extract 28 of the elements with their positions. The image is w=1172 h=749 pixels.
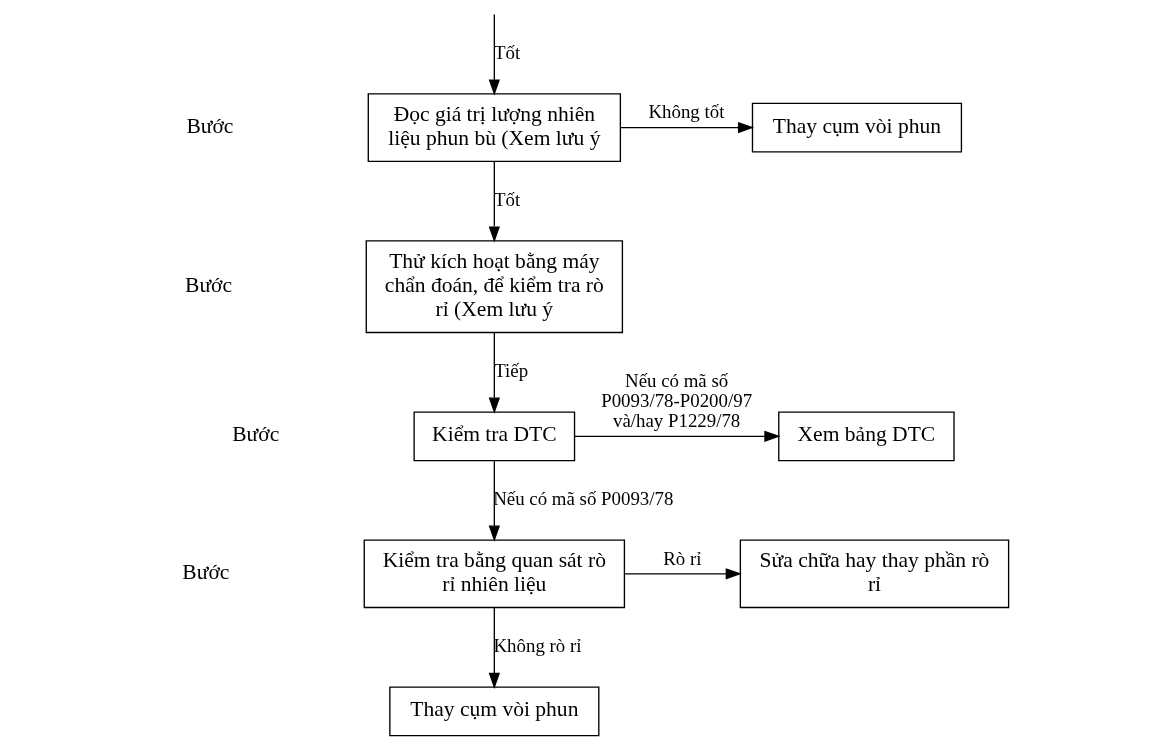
node-box: Sửa chữa hay thay phần rò rỉ (739, 539, 1010, 609)
node-box: Kiểm tra bằng quan sát rò rỉ nhiên liệu (363, 539, 626, 609)
edge-label: Tiếp (494, 360, 529, 382)
label: Bước (232, 422, 280, 447)
edge-label: Nếu có mã số P0093/78-P0200/97 và/hay P1229/78 (601, 369, 753, 432)
node-box: Thử kích hoạt bằng máy chẩn đoán, để kiểm tra rò rỉ (Xem lưu ý (365, 240, 624, 334)
arrow (573, 430, 781, 442)
edge-label: Rò rỉ (663, 547, 702, 569)
node-box: Đọc giá trị lượng nhiên liệu phun bù (Xem lưu ý (367, 93, 622, 162)
arrow (488, 13, 500, 96)
edge-label: Nếu có mã số P0093/78 (493, 488, 674, 510)
arrow (620, 121, 755, 134)
node-box: Thay cụm vòi phun (389, 686, 600, 737)
node-box: Xem bảng DTC (778, 411, 955, 462)
edge-label: Không rò rỉ (493, 635, 582, 657)
arrow (488, 460, 500, 542)
label: Bước (182, 559, 230, 584)
node-box: Thay cụm vòi phun (751, 102, 963, 153)
arrow (488, 160, 500, 243)
arrow (623, 568, 742, 580)
edge-label: Không tốt (648, 101, 725, 123)
label: Bước (186, 113, 234, 138)
arrow (488, 607, 500, 689)
label: Bước (185, 272, 233, 297)
arrow (488, 332, 500, 414)
edge-label: Tốt (494, 189, 521, 211)
node-box: Kiểm tra DTC (413, 411, 576, 462)
edge-label: Tốt (494, 42, 521, 64)
